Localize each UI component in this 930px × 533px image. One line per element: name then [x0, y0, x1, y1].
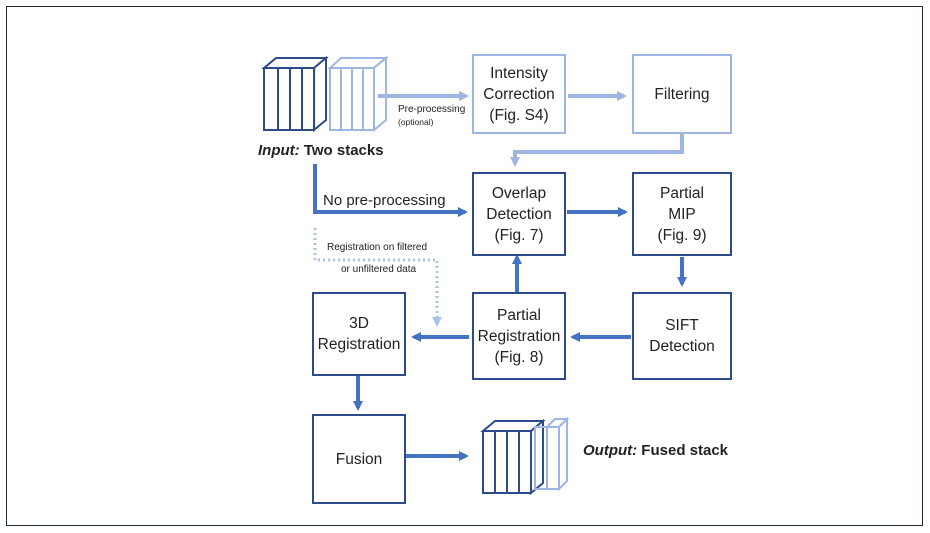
no-preprocessing-label: No pre-processing [323, 192, 446, 209]
optional-label: (optional) [398, 117, 434, 127]
registration-data-label-2: or unfiltered data [341, 264, 417, 275]
arrow-dotted-registration [313, 228, 442, 327]
output-fused-stack-icon [480, 416, 570, 496]
overlap-detection-box: Overlap Detection (Fig. 7) [472, 172, 566, 256]
output-label: Output: Fused stack [583, 442, 728, 459]
filtering-box: Filtering [632, 54, 732, 134]
arrow-filtering-to-overlap [510, 133, 684, 167]
arrow-input-to-overlap [313, 164, 468, 217]
partial-registration-box: Partial Registration (Fig. 8) [472, 292, 566, 380]
input-text: Two stacks [299, 142, 384, 159]
input-label: Input: Two stacks [258, 142, 384, 159]
input-stack-dark-icon [261, 55, 329, 133]
intensity-correction-box: Intensity Correction (Fig. S4) [472, 54, 566, 134]
input-stack-light-icon [327, 55, 389, 133]
preprocessing-label: Pre-processing [398, 104, 466, 115]
fusion-box: Fusion [312, 414, 406, 504]
partial-mip-box: Partial MIP (Fig. 9) [632, 172, 732, 256]
output-prefix: Output: [583, 442, 638, 459]
input-prefix: Input: [258, 142, 300, 159]
sift-detection-box: SIFT Detection [632, 292, 732, 380]
output-text: Fused stack [637, 442, 729, 459]
registration-data-label-1: Registration on filtered [327, 242, 428, 253]
3d-registration-box: 3D Registration [312, 292, 406, 376]
